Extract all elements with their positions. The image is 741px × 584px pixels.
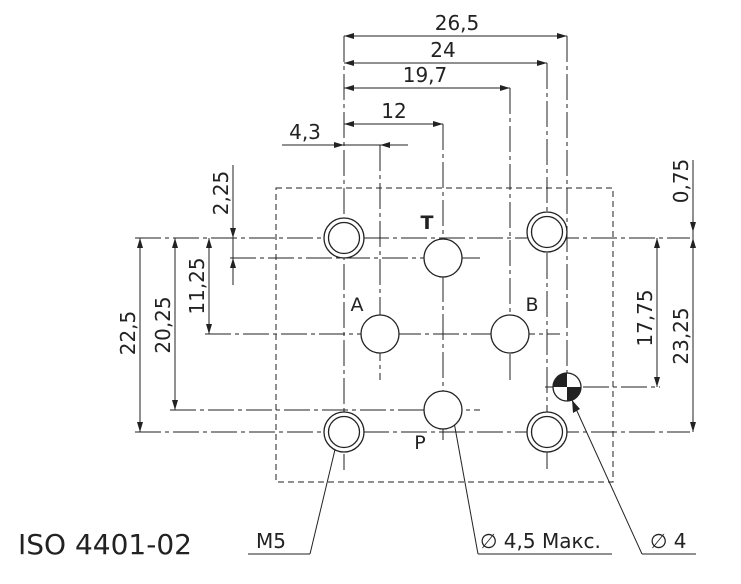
dim-4-3-label: 4,3	[289, 120, 321, 144]
thread-hole-top-left	[323, 217, 365, 259]
dim-24-label: 24	[430, 38, 455, 62]
thread-hole-bottom-left	[323, 411, 365, 453]
dim-23-25-label: 23,25	[669, 307, 693, 364]
port-a-hole	[360, 314, 400, 354]
thread-hole-top-right	[526, 211, 568, 253]
dim-2-25-label: 2,25	[209, 171, 233, 216]
port-diameter-callout: ∅ 4,5 Макс.	[480, 529, 601, 553]
dim-19-7-label: 19,7	[403, 63, 448, 87]
port-a-label: A	[351, 294, 364, 316]
dim-12-label: 12	[381, 99, 406, 123]
dimension-lines-top	[282, 33, 567, 148]
dimension-lines-left	[137, 165, 236, 432]
port-b-label: B	[525, 294, 538, 316]
dim-22-5-label: 22,5	[116, 311, 140, 356]
dim-0-75-label: 0,75	[669, 159, 693, 204]
dim-17-75-label: 17,75	[633, 289, 657, 346]
dimension-lines-right	[654, 160, 696, 432]
dim-20-25-label: 20,25	[151, 296, 175, 353]
port-p-label: P	[414, 432, 425, 454]
holes	[323, 211, 582, 453]
standard-title: ISO 4401-02	[18, 528, 192, 561]
port-t-hole	[423, 238, 463, 278]
port-b-hole	[490, 314, 530, 354]
port-t-label: T	[421, 212, 434, 234]
dim-11-25-label: 11,25	[185, 257, 209, 314]
thread-hole-bottom-right	[526, 411, 568, 453]
port-p-hole	[423, 390, 463, 430]
callout-leaders	[248, 399, 696, 555]
mounting-surface-outline	[275, 187, 614, 483]
dim-26-5-label: 26,5	[435, 11, 480, 35]
centerlines-horizontal	[135, 237, 690, 433]
locating-pin-hole	[552, 372, 582, 402]
thread-callout: M5	[256, 529, 286, 553]
pin-diameter-callout: ∅ 4	[650, 529, 687, 553]
